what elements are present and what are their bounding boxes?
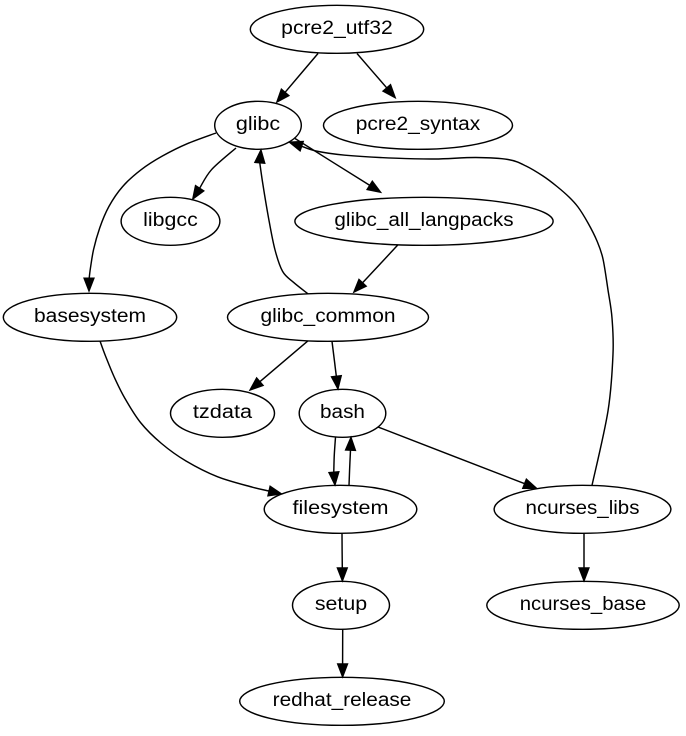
svg-text:basesystem: basesystem [34,305,146,327]
svg-text:glibc_all_langpacks: glibc_all_langpacks [334,209,513,231]
svg-text:setup: setup [315,593,367,615]
svg-text:redhat_release: redhat_release [273,689,412,711]
svg-text:libgcc: libgcc [143,209,198,231]
svg-text:tzdata: tzdata [193,401,252,423]
svg-text:glibc_common: glibc_common [261,305,396,327]
svg-text:glibc: glibc [236,113,280,135]
svg-text:bash: bash [320,401,365,423]
svg-text:pcre2_syntax: pcre2_syntax [356,113,481,135]
svg-text:filesystem: filesystem [293,497,389,519]
svg-text:pcre2_utf32: pcre2_utf32 [281,17,393,39]
svg-text:ncurses_libs: ncurses_libs [526,497,640,519]
svg-text:ncurses_base: ncurses_base [520,593,647,615]
